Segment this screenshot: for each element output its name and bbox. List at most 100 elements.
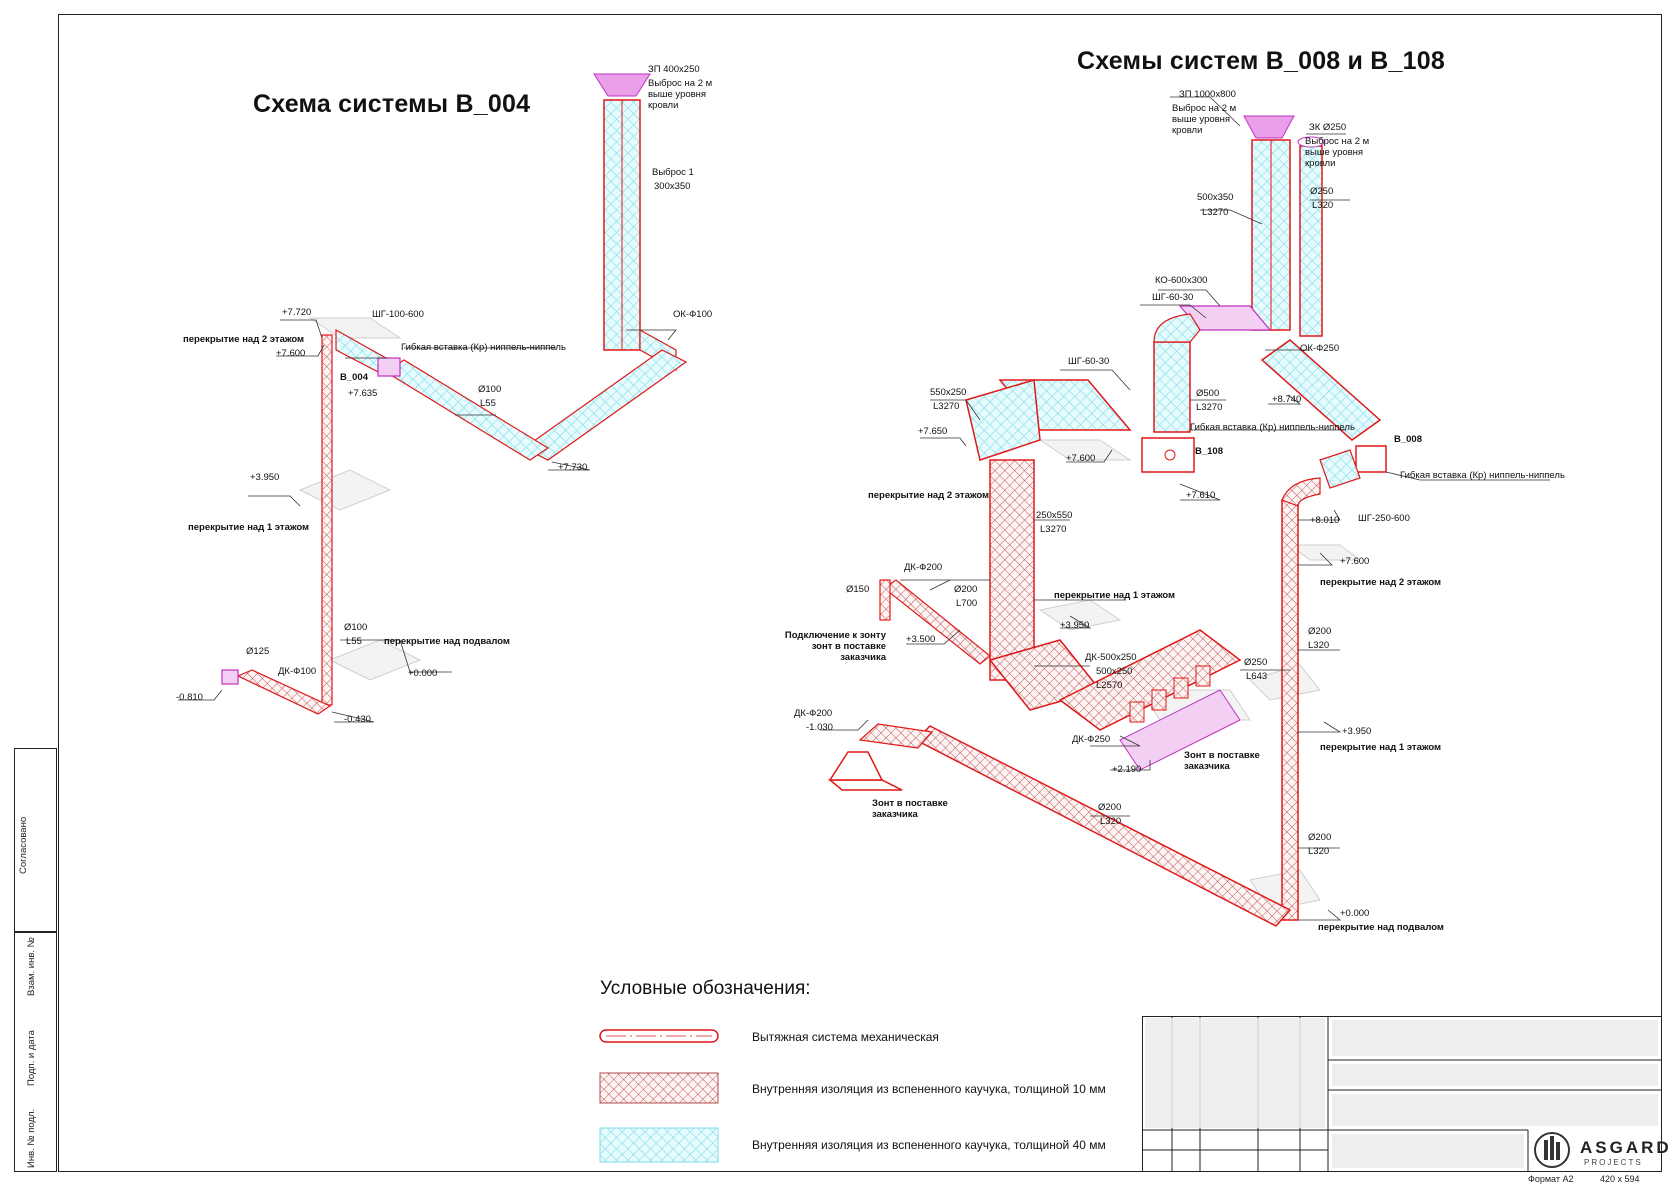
label-flex-right-a: Гибкая вставка (Кр) ниппель-ниппель <box>1190 422 1355 433</box>
roof-grille <box>593 73 651 97</box>
label-hood-a: Зонт в поставке заказчика <box>1184 750 1260 772</box>
label-floor2-left: перекрытие над 2 этажом <box>183 334 305 345</box>
label-flex-left: Гибкая вставка (Кр) ниппель-ниппель <box>401 342 566 353</box>
label-7720: +7.720 <box>282 307 312 318</box>
format-size: 420 x 594 <box>1600 1174 1640 1184</box>
label-2190: +2.190 <box>1112 764 1142 775</box>
label-hood-b: Зонт в поставке заказчика <box>872 798 948 820</box>
label-floor2-right-a: перекрытие над 2 этажом <box>868 490 990 501</box>
label-vybros1: Выброс 1 <box>652 167 694 178</box>
label-500x250: 500х250 <box>1096 666 1133 677</box>
label-vybros-note-right-b: Выброс на 2 м выше уровня кровли <box>1305 136 1370 169</box>
label-3500: +3.500 <box>906 634 936 645</box>
label-vybros-note-left: Выброс на 2 м выше уровня кровли <box>648 78 713 111</box>
label-l2570: L2570 <box>1096 680 1123 691</box>
label-ok-f100: ОК-Ф100 <box>673 309 713 320</box>
label-d200-b: Ø200 <box>1308 626 1332 637</box>
label-flex-right-b: Гибкая вставка (Кр) ниппель-ниппель <box>1400 470 1565 481</box>
label-vybros-note-right-a: Выброс на 2 м выше уровня кровли <box>1172 103 1237 136</box>
label-floor1-right-b: перекрытие над 1 этажом <box>1320 742 1442 753</box>
side-label-inv-orig: Инв. № подл. <box>26 1108 37 1168</box>
system-b004 <box>178 73 688 723</box>
label-l700: L700 <box>956 598 978 609</box>
label-0000-right: +0.000 <box>1340 908 1370 919</box>
label-l320-a: L320 <box>1312 200 1334 211</box>
label-dk-f200-a: ДК-Ф200 <box>904 562 943 573</box>
label-floor2-right-b: перекрытие над 2 этажом <box>1320 577 1442 588</box>
label-500x350: 500х350 <box>1197 192 1234 203</box>
legend-swatch-duct <box>599 1029 719 1043</box>
legend-item-duct: Вытяжная система механическая <box>752 1030 939 1044</box>
label-shg6030-a: ШГ-60-30 <box>1152 292 1194 303</box>
label-l3270-b: L3270 <box>933 401 960 412</box>
label-550x250: 550х250 <box>930 387 967 398</box>
label-d100-b: Ø100 <box>344 622 368 633</box>
title-b008-b108: Схемы систем В_008 и В_108 <box>1077 47 1445 75</box>
hood <box>827 779 903 791</box>
label-dk-f100: ДК-Ф100 <box>278 666 317 677</box>
label-d125: Ø125 <box>246 646 270 657</box>
label-l320-c: L320 <box>1100 816 1122 827</box>
label-m1030: -1.030 <box>806 722 833 733</box>
label-dk-f200-b: ДК-Ф200 <box>794 708 833 719</box>
label-l643: L643 <box>1246 671 1268 682</box>
label-d150: Ø150 <box>846 584 870 595</box>
side-label-agreed: Согласовано <box>18 816 29 874</box>
label-l3270-c: L3270 <box>1196 402 1223 413</box>
legend-swatch-insulation10 <box>599 1072 719 1104</box>
drawing-frame <box>58 14 1662 1172</box>
label-l320-d: L320 <box>1308 846 1330 857</box>
logo-name: ASGARD <box>1580 1138 1672 1157</box>
asgard-logo-mark <box>1534 1132 1570 1168</box>
label-7610: +7.610 <box>1186 490 1216 501</box>
label-l3270-d: L3270 <box>1040 524 1067 535</box>
title-block <box>1142 1016 1662 1172</box>
label-8010: +8.010 <box>1310 515 1340 526</box>
legend-title: Условные обозначения: <box>600 978 811 999</box>
label-floor1-left: перекрытие над 1 этажом <box>188 522 310 533</box>
label-7600-left: +7.600 <box>276 348 306 359</box>
label-3950-right-a: +3.950 <box>1060 620 1090 631</box>
label-d200-d: Ø200 <box>1308 832 1332 843</box>
format-label: Формат А2 <box>1528 1174 1574 1184</box>
title-b004: Схема системы В_004 <box>253 90 531 118</box>
label-d200-a: Ø200 <box>954 584 978 595</box>
label-vybros1-size: 300х350 <box>654 181 691 192</box>
label-m0430: -0.430 <box>344 714 371 725</box>
label-l55-a: L55 <box>480 398 496 409</box>
label-zp-left: ЗП 400х250 <box>648 64 700 75</box>
label-floor1-right-a: перекрытие над 1 этажом <box>1054 590 1176 601</box>
label-dk-500x250: ДК-500х250 <box>1085 652 1137 663</box>
label-7600-right-a: +7.600 <box>1066 453 1096 464</box>
label-d500: Ø500 <box>1196 388 1220 399</box>
label-unit-b004: В_004 <box>340 372 368 383</box>
label-3950-right-b: +3.950 <box>1342 726 1372 737</box>
legend-item-insulation10: Внутренняя изоляция из вспененного каучу… <box>752 1082 1106 1096</box>
label-m0810: -0.810 <box>176 692 203 703</box>
side-label-inv-vzam: Взам. инв. № <box>26 937 37 996</box>
label-shg-250-600: ШГ-250-600 <box>1358 513 1410 524</box>
legend-swatches <box>599 1029 719 1163</box>
label-l55-b: L55 <box>346 636 362 647</box>
label-basement-right: перекрытие над подвалом <box>1318 922 1444 933</box>
label-shg-100-600: ШГ-100-600 <box>372 309 424 320</box>
side-label-sign-date: Подп. и дата <box>26 1030 37 1086</box>
logo-sub: PROJECTS <box>1584 1158 1643 1167</box>
label-hood-connection: Подключение к зонту зонт в поставке зака… <box>784 630 886 663</box>
label-0000-left: +0.000 <box>408 668 438 679</box>
label-ok-f250: ОК-Ф250 <box>1300 343 1340 354</box>
legend-swatch-insulation40 <box>599 1127 719 1163</box>
label-unit-b008: В_008 <box>1394 434 1422 445</box>
legend-item-insulation40: Внутренняя изоляция из вспененного каучу… <box>752 1138 1106 1152</box>
label-d100-a: Ø100 <box>478 384 502 395</box>
label-basement-left: перекрытие над подвалом <box>384 636 510 647</box>
label-8740: +8.740 <box>1272 394 1302 405</box>
label-7635: +7.635 <box>348 388 378 399</box>
label-d250-a: Ø250 <box>1310 186 1334 197</box>
label-shg6030-b: ШГ-60-30 <box>1068 356 1110 367</box>
label-3950-left: +3.950 <box>250 472 280 483</box>
label-7600-right-b: +7.600 <box>1340 556 1370 567</box>
title-block-blur <box>1145 1018 1658 1168</box>
label-l320-b: L320 <box>1308 640 1330 651</box>
